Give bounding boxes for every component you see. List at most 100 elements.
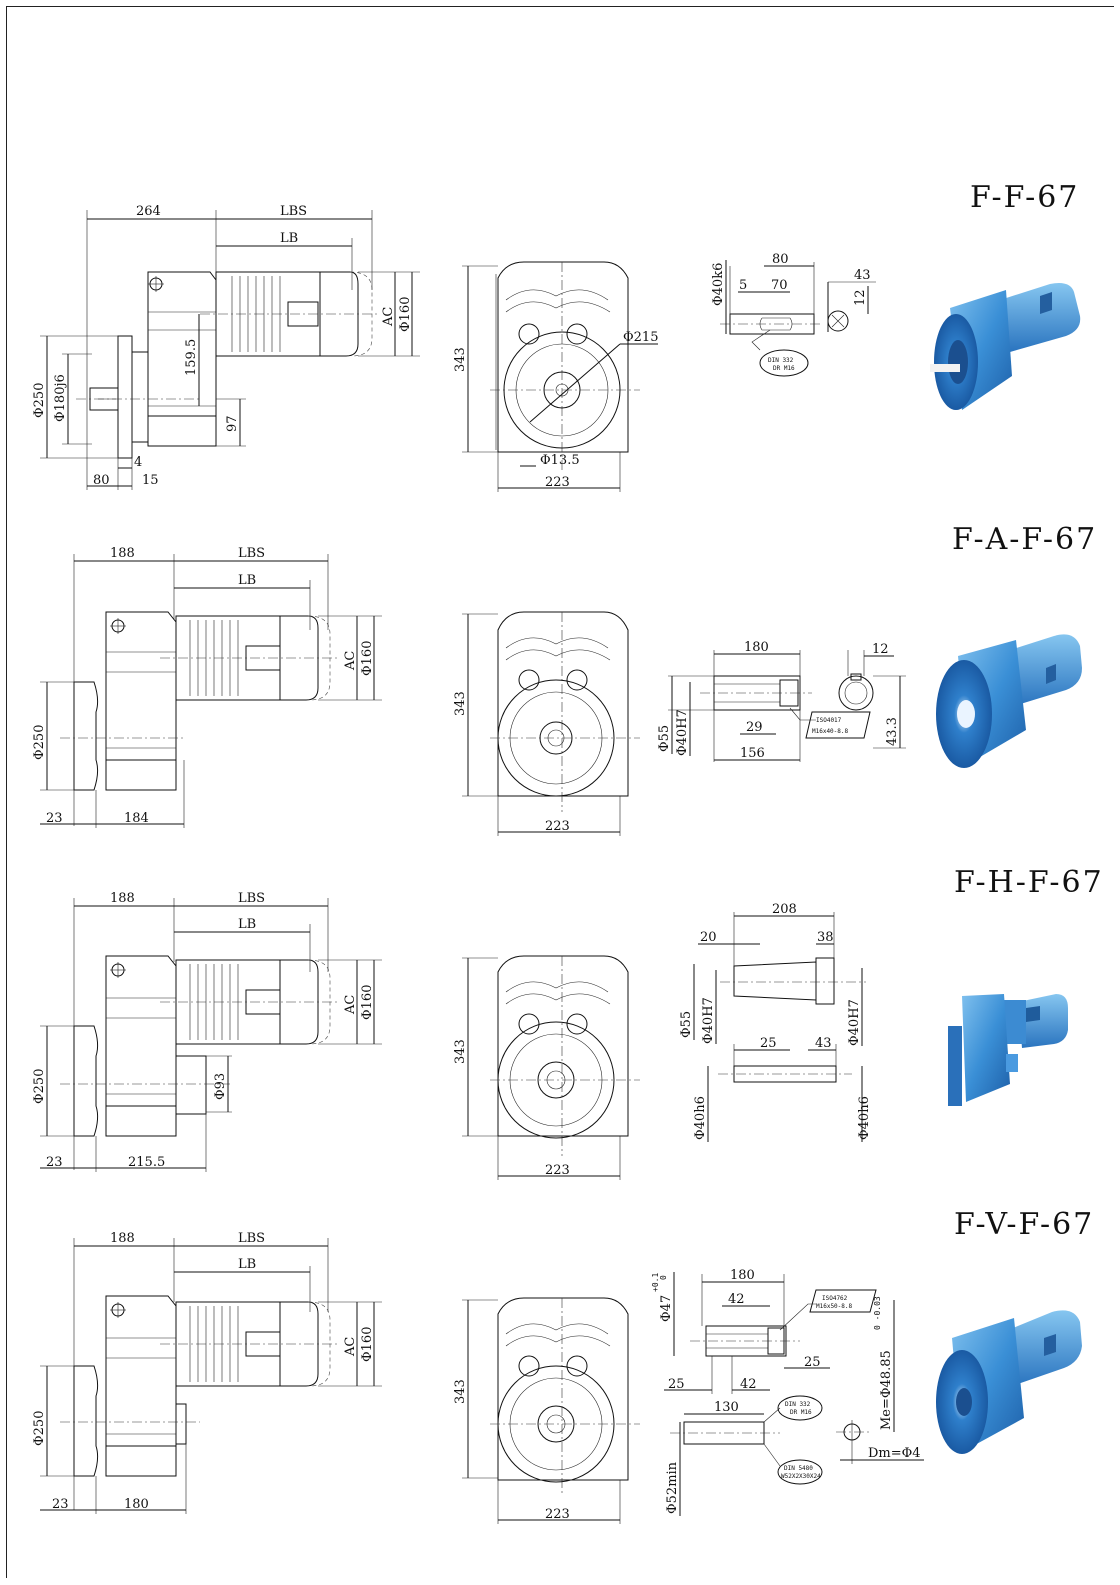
front-view-f-a-f-67: 343 223 [453, 611, 640, 836]
dim-phi160: Φ160 [398, 297, 413, 332]
dim-23: 23 [46, 1155, 63, 1170]
dim-lb: LB [238, 573, 256, 588]
dim-23: 23 [52, 1497, 69, 1512]
dim-phi55: Φ55 [657, 725, 672, 752]
dim-ac: AC [343, 1337, 358, 1357]
dim-29: 29 [746, 720, 763, 735]
dim-phi180j6: Φ180j6 [53, 374, 68, 422]
dim-phi93: Φ93 [213, 1073, 228, 1100]
dim-264: 264 [136, 204, 161, 219]
dim-42-top: 42 [728, 1292, 745, 1307]
dim-lb: LB [280, 231, 298, 246]
product-photo-f-f-67 [930, 283, 1081, 410]
front-view-f-h-f-67: 343 223 [453, 955, 640, 1180]
shaft-detail-f-a-f-67: 180 29 156 Φ55 Φ40H7 ISO4017 M16x40-8.8 … [657, 640, 906, 762]
dim-43: 43 [854, 268, 871, 283]
dim-dm: Dm=Φ4 [868, 1446, 921, 1461]
shaft-detail-f-v-f-67: 180 42 Φ47 +0.1 0 ISO4762 M16x50-8.8 25 … [651, 1268, 924, 1516]
dr-m16: DR M16 [773, 365, 795, 372]
title-f-h-f-67: F-H-F-67 [954, 865, 1104, 900]
din-5480-spec: W52X2X30X24 [781, 1473, 821, 1480]
title-f-f-67: F-F-67 [970, 180, 1080, 215]
dim-70: 70 [771, 278, 788, 293]
dim-343: 343 [453, 1039, 468, 1064]
dim-phi160: Φ160 [360, 1327, 375, 1362]
front-view-f-f-67: Φ215 343 Φ13.5 223 [453, 261, 658, 492]
dim-180: 180 [730, 1268, 755, 1283]
dim-188: 188 [110, 1231, 135, 1246]
din-332: DIN 332 [785, 1401, 811, 1408]
dim-180: 180 [124, 1497, 149, 1512]
dim-phi47: Φ47 [659, 1295, 674, 1322]
dim-343: 343 [453, 691, 468, 716]
dim-25-right: 25 [804, 1355, 821, 1370]
dim-156: 156 [740, 746, 765, 761]
dim-lb: LB [238, 917, 256, 932]
dim-4: 4 [134, 455, 142, 470]
din-5480: DIN 5480 [784, 1465, 813, 1472]
dim-ac: AC [343, 995, 358, 1015]
dim-20: 20 [700, 930, 717, 945]
dim-42-bottom: 42 [740, 1377, 757, 1392]
dim-80: 80 [772, 252, 789, 267]
side-view-f-a-f-67: 188 LBS LB AC Φ160 [32, 546, 382, 828]
dim-343: 343 [453, 347, 468, 372]
dim-223: 223 [545, 1163, 570, 1178]
dim-223: 223 [545, 475, 570, 490]
dim-ac: AC [381, 307, 396, 327]
dim-phi215: Φ215 [623, 330, 658, 345]
iso-m16x50: M16x50-8.8 [816, 1303, 853, 1310]
iso4017: ISO4017 [816, 717, 842, 724]
dim-343: 343 [453, 1379, 468, 1404]
iso-m16x40: M16x40-8.8 [812, 728, 849, 735]
dim-130: 130 [714, 1400, 739, 1415]
dim-15: 15 [142, 473, 159, 488]
dim-43-3: 43.3 [885, 717, 900, 746]
dim-phi40h7: Φ40H7 [675, 709, 690, 756]
din-332: DIN 332 [768, 357, 794, 364]
dim-5: 5 [739, 278, 747, 293]
dim-phi40h7-right: Φ40H7 [847, 999, 862, 1046]
tol-47-upper: +0.1 [651, 1273, 660, 1292]
dim-208: 208 [772, 902, 797, 917]
dim-phi250: Φ250 [32, 725, 47, 760]
dim-phi250: Φ250 [32, 1069, 47, 1104]
dim-25: 25 [760, 1036, 777, 1051]
shaft-detail-f-h-f-67: 208 20 38 Φ55 Φ40H7 Φ40H7 25 43 Φ40h6 Φ4… [679, 902, 872, 1142]
title-f-v-f-67: F-V-F-67 [954, 1207, 1095, 1242]
dim-159-5: 159.5 [184, 339, 199, 376]
dim-43: 43 [815, 1036, 832, 1051]
dim-phi55: Φ55 [679, 1011, 694, 1038]
dim-188: 188 [110, 546, 135, 561]
dim-215-5: 215.5 [128, 1155, 165, 1170]
dim-ac: AC [343, 651, 358, 671]
dim-25-left: 25 [668, 1377, 685, 1392]
dim-12: 12 [853, 289, 868, 306]
sheet-border [6, 6, 1114, 1578]
dim-lb: LB [238, 1257, 256, 1272]
dim-223: 223 [545, 1507, 570, 1522]
dim-phi250: Φ250 [32, 383, 47, 418]
dim-phi40h6-right: Φ40h6 [857, 1096, 872, 1140]
dim-phi40k6: Φ40k6 [711, 263, 726, 306]
dim-12: 12 [872, 642, 889, 657]
title-f-a-f-67: F-A-F-67 [952, 522, 1098, 557]
dim-phi40h7-left: Φ40H7 [701, 997, 716, 1044]
side-view-f-v-f-67: 188 LBS LB AC Φ160 [32, 1231, 382, 1514]
side-view-f-f-67: 264 LBS LB AC Φ160 [32, 204, 420, 490]
dim-phi250: Φ250 [32, 1411, 47, 1446]
product-photo-f-a-f-67 [936, 634, 1082, 768]
dim-180: 180 [744, 640, 769, 655]
dim-lbs: LBS [238, 891, 265, 906]
dim-223: 223 [545, 819, 570, 834]
dim-me: Me=Φ48.85 [879, 1350, 894, 1430]
dim-97: 97 [225, 415, 240, 432]
side-view-f-h-f-67: 188 LBS LB AC Φ160 [32, 891, 382, 1172]
product-photo-f-v-f-67 [936, 1310, 1082, 1454]
dim-184: 184 [124, 811, 149, 826]
dim-80: 80 [93, 473, 110, 488]
product-photo-f-h-f-67 [948, 994, 1068, 1106]
tol-me: 0 -0.03 [873, 1296, 882, 1330]
